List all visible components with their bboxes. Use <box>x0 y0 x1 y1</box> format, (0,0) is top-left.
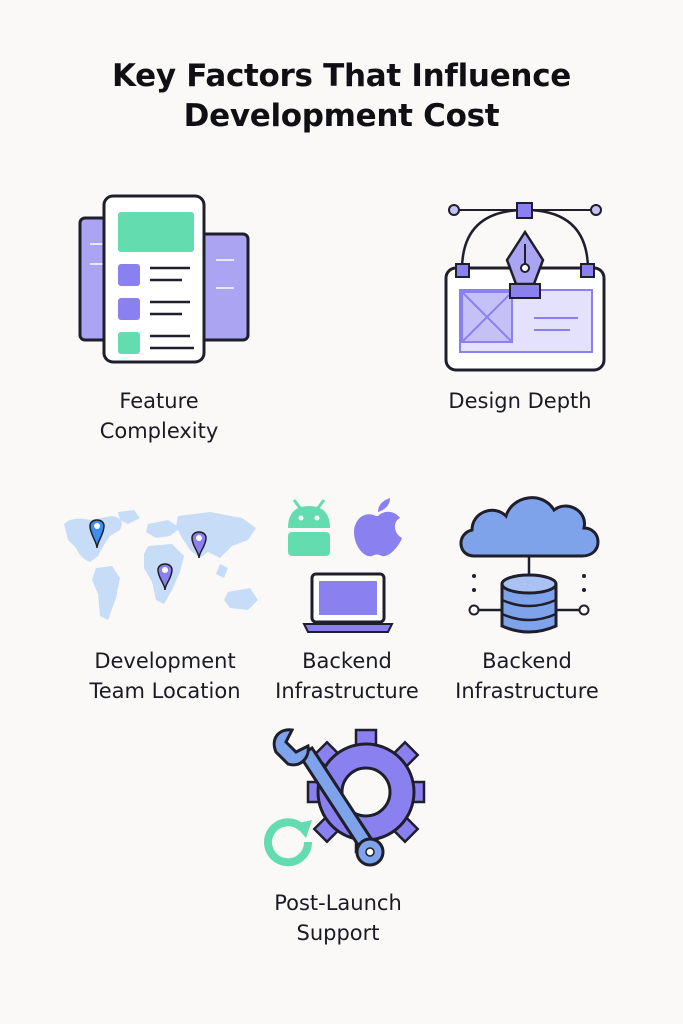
mobile-app-screens-icon <box>78 194 250 364</box>
refresh-icon <box>264 818 313 867</box>
factor-label-post-launch-support: Post-Launch Support <box>238 888 438 948</box>
label-line: Backend <box>482 649 572 673</box>
factor-label-backend-infrastructure-2: Backend Infrastructure <box>427 646 627 706</box>
world-map-pins-icon <box>64 510 258 620</box>
laptop-icon <box>302 572 394 633</box>
label-line: Feature <box>119 389 199 413</box>
label-line: Infrastructure <box>275 679 419 703</box>
factor-label-development-team-location: Development Team Location <box>65 646 265 706</box>
pen-tool-design-icon <box>444 202 606 372</box>
android-icon <box>288 499 330 556</box>
label-line: Support <box>296 921 380 945</box>
label-line: Team Location <box>89 679 241 703</box>
factor-label-backend-infrastructure-1: Backend Infrastructure <box>247 646 447 706</box>
platforms-android-apple-laptop-icon <box>288 498 402 633</box>
page-title: Key Factors That Influence Development C… <box>0 56 683 136</box>
title-line-2: Development Cost <box>183 98 500 134</box>
label-line: Complexity <box>99 419 219 443</box>
label-line: Design Depth <box>448 389 592 413</box>
title-line-1: Key Factors That Influence <box>111 58 572 94</box>
label-line: Development <box>94 649 236 673</box>
cloud-database-icon <box>459 496 600 634</box>
factor-label-design-depth: Design Depth <box>420 386 620 416</box>
label-line: Infrastructure <box>455 679 599 703</box>
factor-label-feature-complexity: Feature Complexity <box>59 386 259 446</box>
label-line: Post-Launch <box>274 891 402 915</box>
label-line: Backend <box>302 649 392 673</box>
wrench-gear-refresh-icon <box>264 728 426 867</box>
wrench-icon <box>272 728 385 867</box>
apple-icon <box>354 498 402 557</box>
